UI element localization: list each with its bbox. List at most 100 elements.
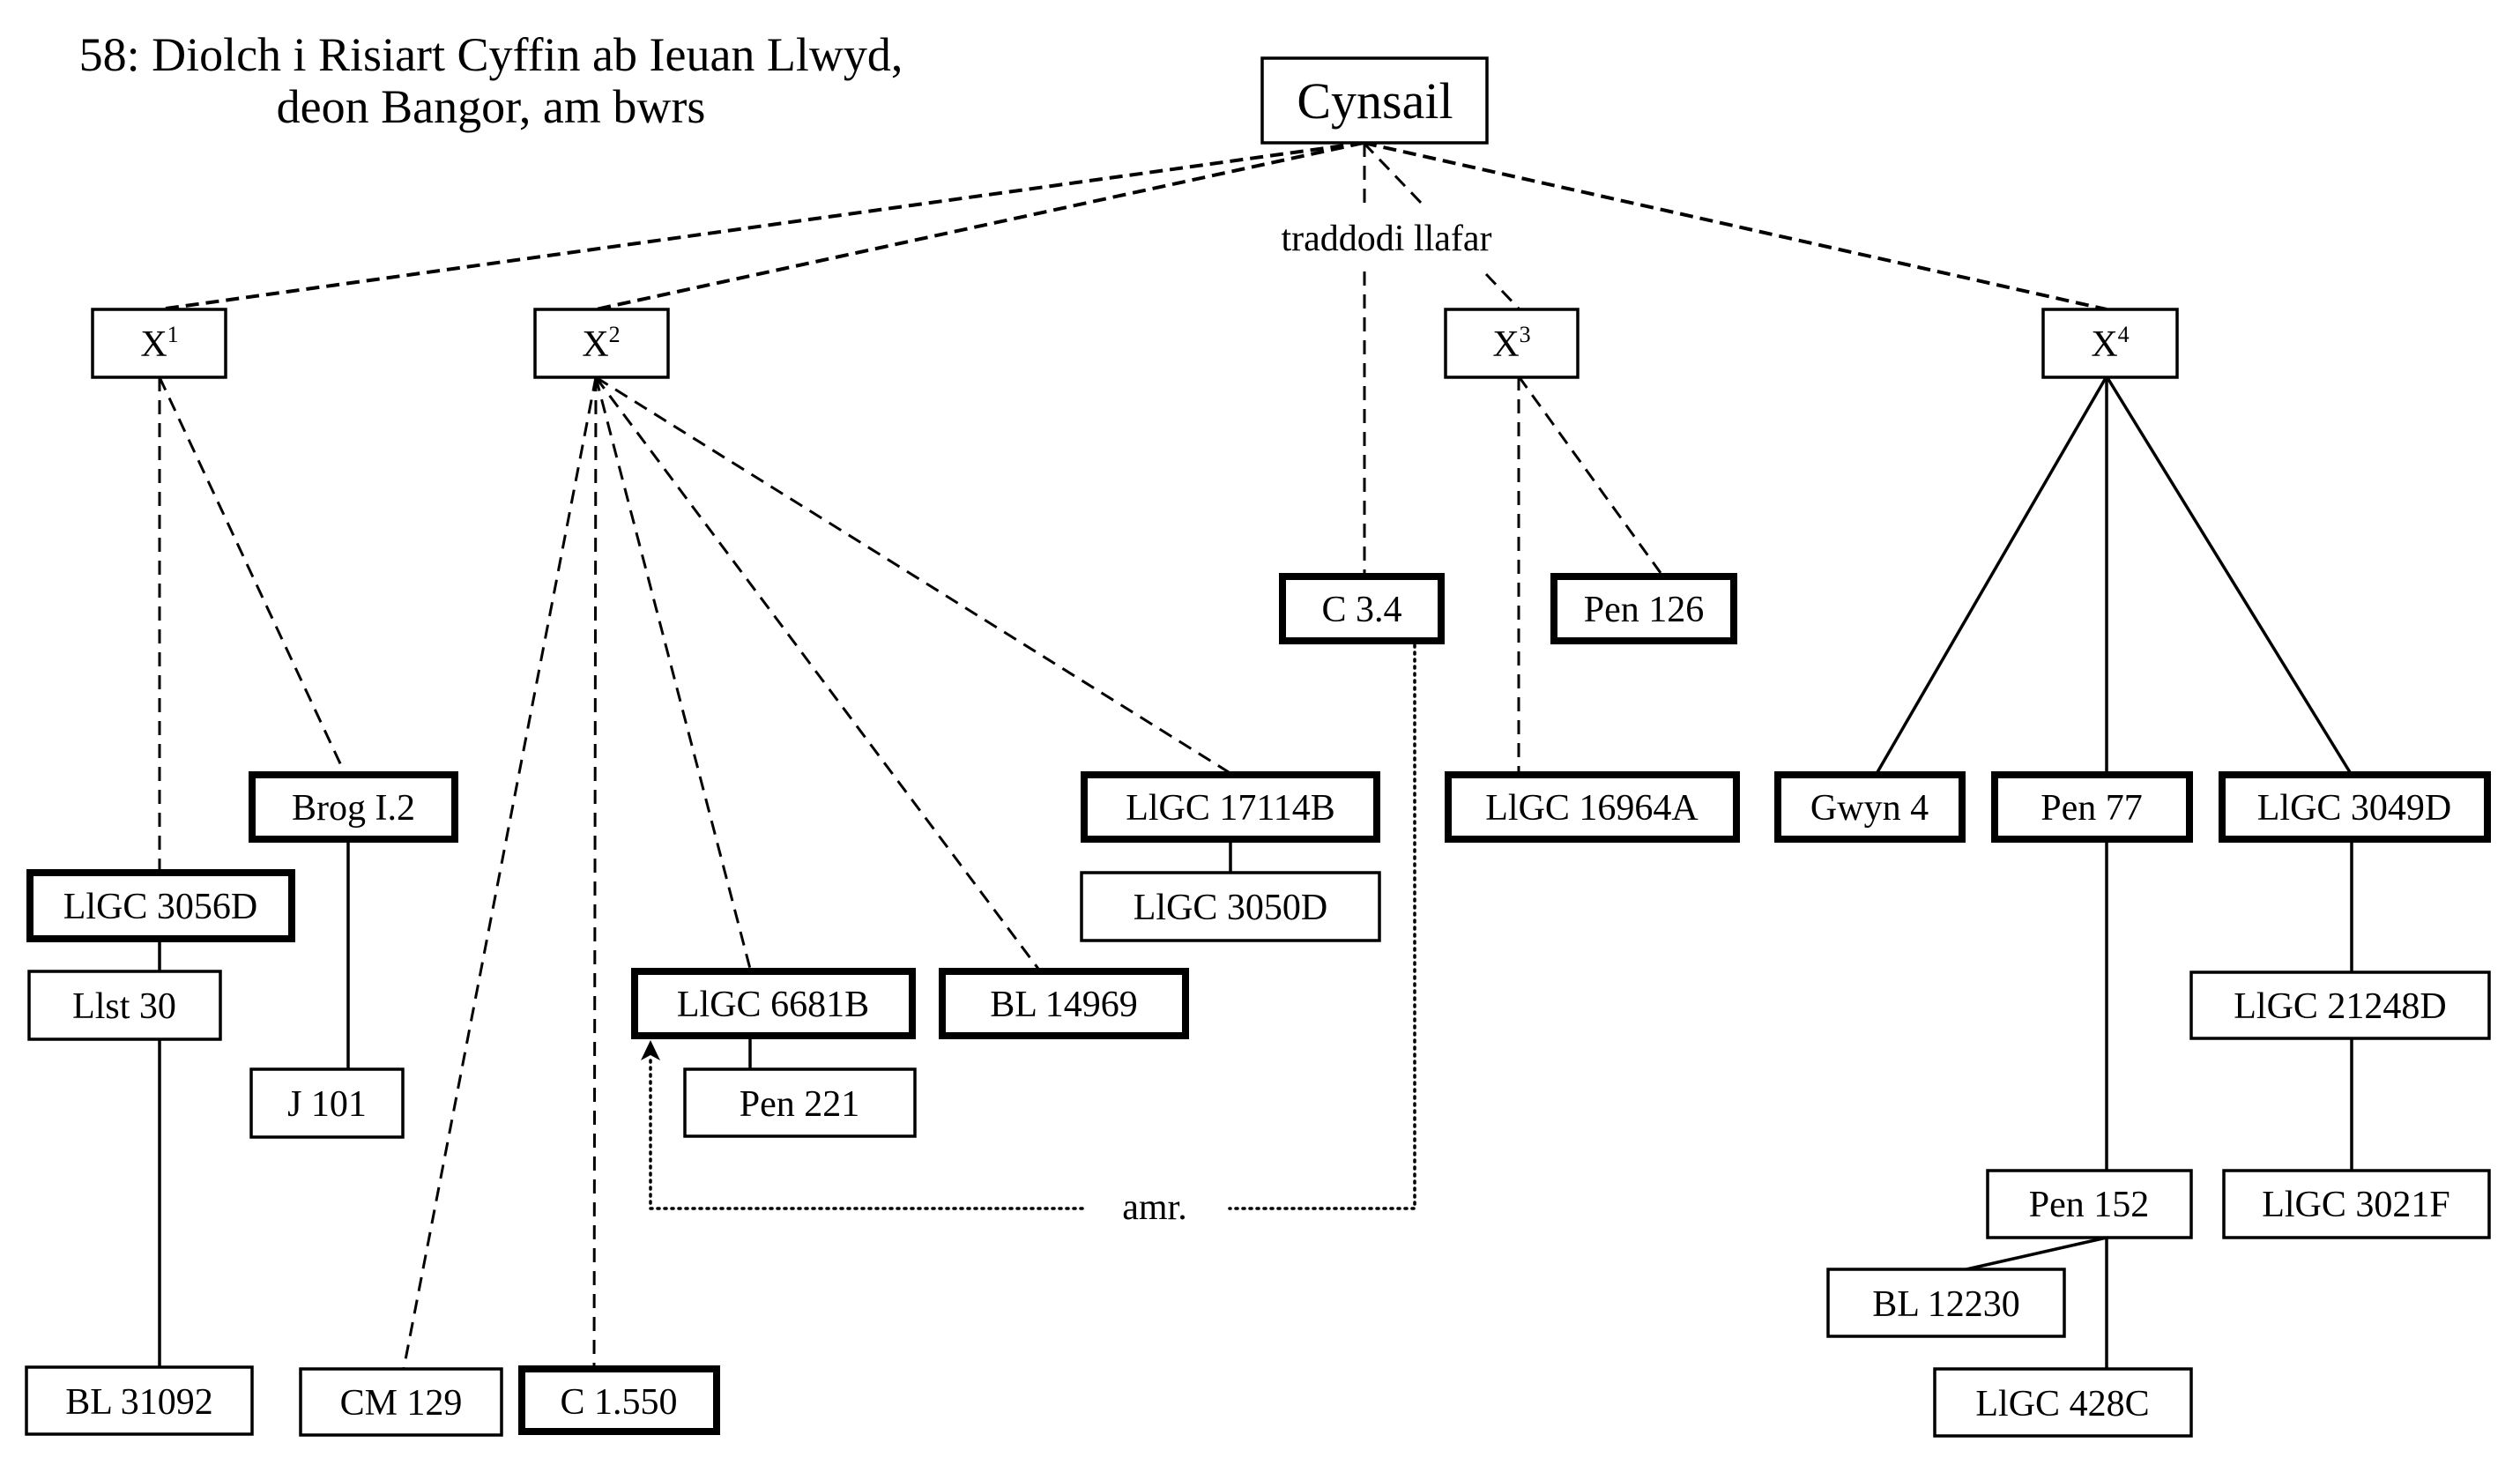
node-label-sup: 2 bbox=[609, 322, 621, 347]
node-box bbox=[1260, 56, 1489, 145]
node-cm-129[interactable]: CM 129 bbox=[299, 1367, 503, 1437]
node-c-1550[interactable]: C 1.550 bbox=[518, 1365, 720, 1435]
node-box bbox=[91, 308, 227, 379]
node-box bbox=[1444, 308, 1580, 379]
node-llgc-16964a[interactable]: LlGC 16964A bbox=[1445, 771, 1740, 843]
node-bl-31092[interactable]: BL 31092 bbox=[25, 1365, 254, 1436]
edge-cynsail-x4 bbox=[1363, 141, 2107, 311]
node-label: BL 31092 bbox=[65, 1382, 213, 1423]
connectors bbox=[158, 141, 2353, 1370]
node-box bbox=[1279, 573, 1445, 644]
arrowhead-icon bbox=[641, 1040, 660, 1060]
node-box bbox=[631, 968, 916, 1039]
node-label: X4 bbox=[2091, 322, 2129, 365]
node-llgc-3049d[interactable]: LlGC 3049D bbox=[2219, 771, 2491, 843]
node-llst-30[interactable]: Llst 30 bbox=[27, 970, 222, 1041]
node-box bbox=[518, 1365, 720, 1435]
node-label: Gwyn 4 bbox=[1810, 788, 1929, 829]
node-llgc-428c[interactable]: LlGC 428C bbox=[1933, 1367, 2193, 1438]
node-label: C 1.550 bbox=[560, 1382, 677, 1423]
variant-link-left bbox=[649, 1056, 1084, 1210]
node-gwyn-4[interactable]: Gwyn 4 bbox=[1774, 771, 1966, 843]
node-box bbox=[299, 1367, 503, 1437]
node-x2[interactable]: X2 bbox=[533, 308, 670, 379]
node-label: BL 12230 bbox=[1872, 1284, 2020, 1325]
node-llgc-21248d[interactable]: LlGC 21248D bbox=[2189, 970, 2491, 1040]
node-j-101[interactable]: J 101 bbox=[249, 1067, 405, 1139]
node-box bbox=[27, 970, 222, 1041]
node-label: LlGC 3050D bbox=[1134, 888, 1328, 928]
node-x3[interactable]: X3 bbox=[1444, 308, 1580, 379]
node-label-sup: 3 bbox=[1520, 322, 1531, 347]
variant-label: amr. bbox=[1122, 1187, 1186, 1228]
node-llgc-3021f[interactable]: LlGC 3021F bbox=[2222, 1169, 2491, 1239]
node-label-sup: 1 bbox=[167, 322, 179, 347]
variant-link-right bbox=[1228, 643, 1416, 1210]
node-box bbox=[2219, 771, 2491, 843]
node-label: Cynsail bbox=[1297, 72, 1453, 130]
node-label: LlGC 16964A bbox=[1485, 788, 1699, 829]
node-llgc-17114b[interactable]: LlGC 17114B bbox=[1081, 771, 1380, 843]
edge-x4-gwyn4 bbox=[1876, 376, 2108, 773]
node-pen-126[interactable]: Pen 126 bbox=[1550, 573, 1737, 644]
node-label-base: X bbox=[582, 324, 608, 365]
node-box bbox=[683, 1067, 917, 1138]
node-x1[interactable]: X1 bbox=[91, 308, 227, 379]
node-llgc-6681b[interactable]: LlGC 6681B bbox=[631, 968, 916, 1039]
node-c-34[interactable]: C 3.4 bbox=[1279, 573, 1445, 644]
node-label: BL 14969 bbox=[990, 985, 1138, 1025]
node-box bbox=[1826, 1268, 2066, 1338]
node-label: Pen 221 bbox=[740, 1084, 860, 1125]
node-box bbox=[2041, 308, 2179, 379]
node-box bbox=[2189, 970, 2491, 1040]
node-bl-14969[interactable]: BL 14969 bbox=[939, 968, 1189, 1039]
node-box bbox=[2222, 1169, 2491, 1239]
node-label: LlGC 3049D bbox=[2257, 788, 2452, 829]
node-label: X3 bbox=[1492, 322, 1530, 365]
edge-x2-bl14969 bbox=[594, 376, 1040, 970]
node-label: CM 129 bbox=[340, 1383, 463, 1424]
node-label: J 101 bbox=[287, 1084, 367, 1125]
node-brog-i2[interactable]: Brog I.2 bbox=[249, 771, 458, 843]
node-box bbox=[26, 869, 295, 942]
edge-x2-c1550 bbox=[592, 376, 598, 1366]
edge-x1-brog bbox=[158, 376, 346, 774]
node-box bbox=[1550, 573, 1737, 644]
node-label-base: X bbox=[1492, 324, 1519, 365]
oral-transmission-label: traddodi llafar bbox=[1281, 219, 1491, 259]
edge-cynsail-x3-lower bbox=[1484, 272, 1520, 310]
node-box bbox=[1986, 1169, 2193, 1239]
node-box bbox=[1774, 771, 1966, 843]
node-pen-77[interactable]: Pen 77 bbox=[1991, 771, 2193, 843]
edge-x4-llgc3049d bbox=[2105, 376, 2352, 773]
node-x4[interactable]: X4 bbox=[2041, 308, 2179, 379]
node-cynsail[interactable]: Cynsail bbox=[1260, 56, 1489, 145]
node-label: LlGC 17114B bbox=[1126, 788, 1335, 829]
node-label: LlGC 3021F bbox=[2262, 1185, 2450, 1225]
node-label-base: X bbox=[2091, 324, 2117, 365]
node-label-sup: 4 bbox=[2118, 322, 2130, 347]
node-llgc-3050d[interactable]: LlGC 3050D bbox=[1080, 871, 1381, 942]
edge-pen152-bl12230 bbox=[1966, 1236, 2107, 1271]
node-box bbox=[25, 1365, 254, 1436]
node-label: LlGC 21248D bbox=[2234, 986, 2447, 1027]
node-bl-12230[interactable]: BL 12230 bbox=[1826, 1268, 2066, 1338]
edge-cynsail-x3-upper bbox=[1362, 141, 1424, 206]
node-pen-221[interactable]: Pen 221 bbox=[683, 1067, 917, 1138]
node-box bbox=[939, 968, 1189, 1039]
node-llgc-3056d[interactable]: LlGC 3056D bbox=[26, 869, 295, 942]
node-box bbox=[249, 1067, 405, 1139]
edge-x2-cm129 bbox=[402, 376, 598, 1370]
node-label: Pen 77 bbox=[2041, 788, 2143, 829]
edge-cynsail-x1 bbox=[159, 141, 1364, 311]
node-label: C 3.4 bbox=[1321, 590, 1401, 630]
node-pen-152[interactable]: Pen 152 bbox=[1986, 1169, 2193, 1239]
node-box bbox=[1080, 871, 1381, 942]
node-label: LlGC 6681B bbox=[677, 985, 869, 1025]
node-box bbox=[1081, 771, 1380, 843]
node-label: X1 bbox=[140, 322, 178, 365]
node-label: LlGC 3056D bbox=[63, 887, 258, 927]
node-label: LlGC 428C bbox=[1975, 1384, 2149, 1424]
node-box bbox=[1991, 771, 2193, 843]
